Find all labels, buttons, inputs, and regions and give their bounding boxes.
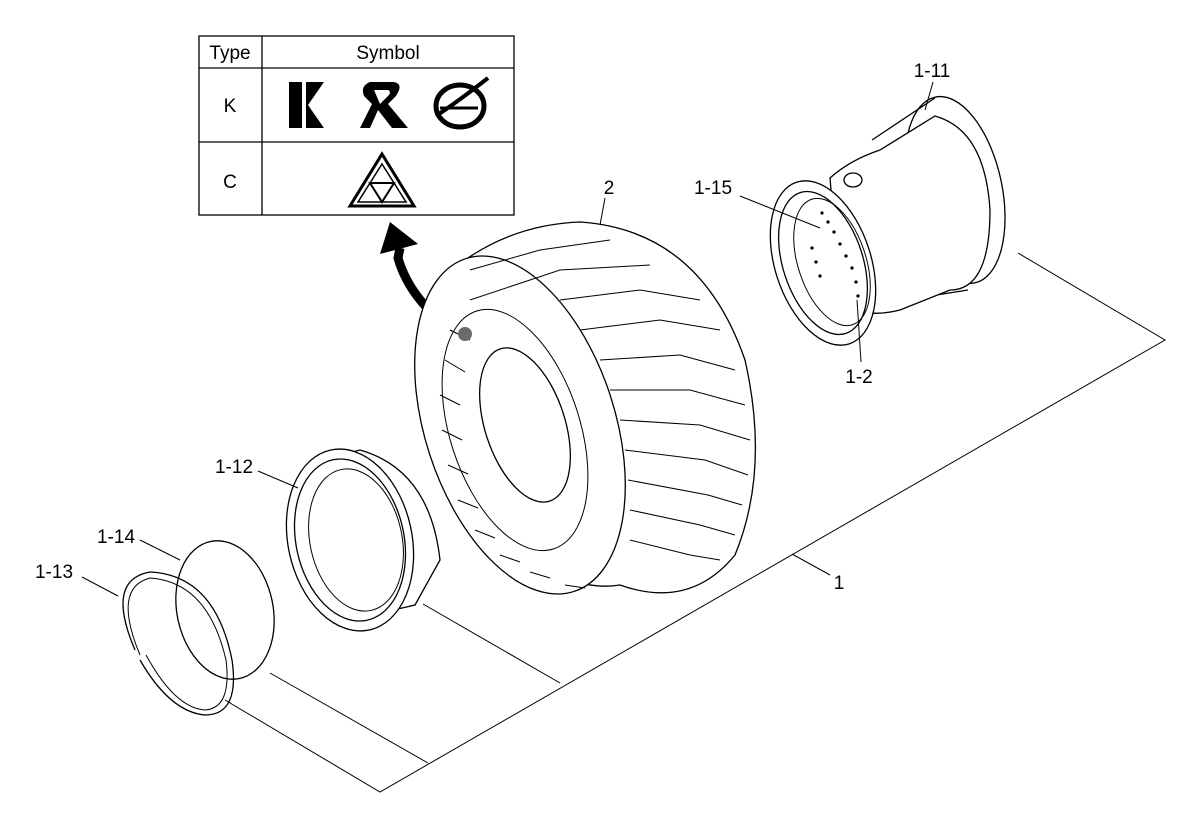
marking-location-dot — [458, 327, 472, 341]
callout-2: 2 — [604, 178, 615, 199]
callout-1-2: 1-2 — [845, 367, 872, 388]
r-brand-logo-icon — [360, 82, 408, 128]
lock-ring-part — [122, 571, 235, 716]
k-brand-logo-icon — [289, 82, 324, 128]
callout-leaders — [81, 81, 934, 597]
table-type-k: K — [224, 96, 237, 117]
callout-1-11: 1-11 — [914, 61, 951, 82]
table-header-symbol: Symbol — [356, 43, 419, 64]
side-ring-part — [285, 448, 441, 632]
callout-1: 1 — [834, 573, 845, 594]
table-type-c: C — [223, 172, 237, 193]
table-header-type: Type — [209, 43, 250, 64]
triforce-triangle-logo-icon — [347, 151, 417, 208]
symbol-table: Type Symbol K C — [198, 35, 515, 216]
assembly-bracket-lines — [224, 252, 1166, 793]
callout-1-12: 1-12 — [215, 457, 253, 478]
globe-brand-logo-icon — [433, 76, 490, 130]
callout-1-14: 1-14 — [97, 527, 135, 548]
tire-part — [414, 221, 757, 595]
callout-1-13: 1-13 — [35, 562, 73, 583]
rim-base-part — [769, 95, 1006, 346]
bead-seat-band-part — [175, 540, 275, 680]
callout-1-15: 1-15 — [694, 178, 732, 199]
